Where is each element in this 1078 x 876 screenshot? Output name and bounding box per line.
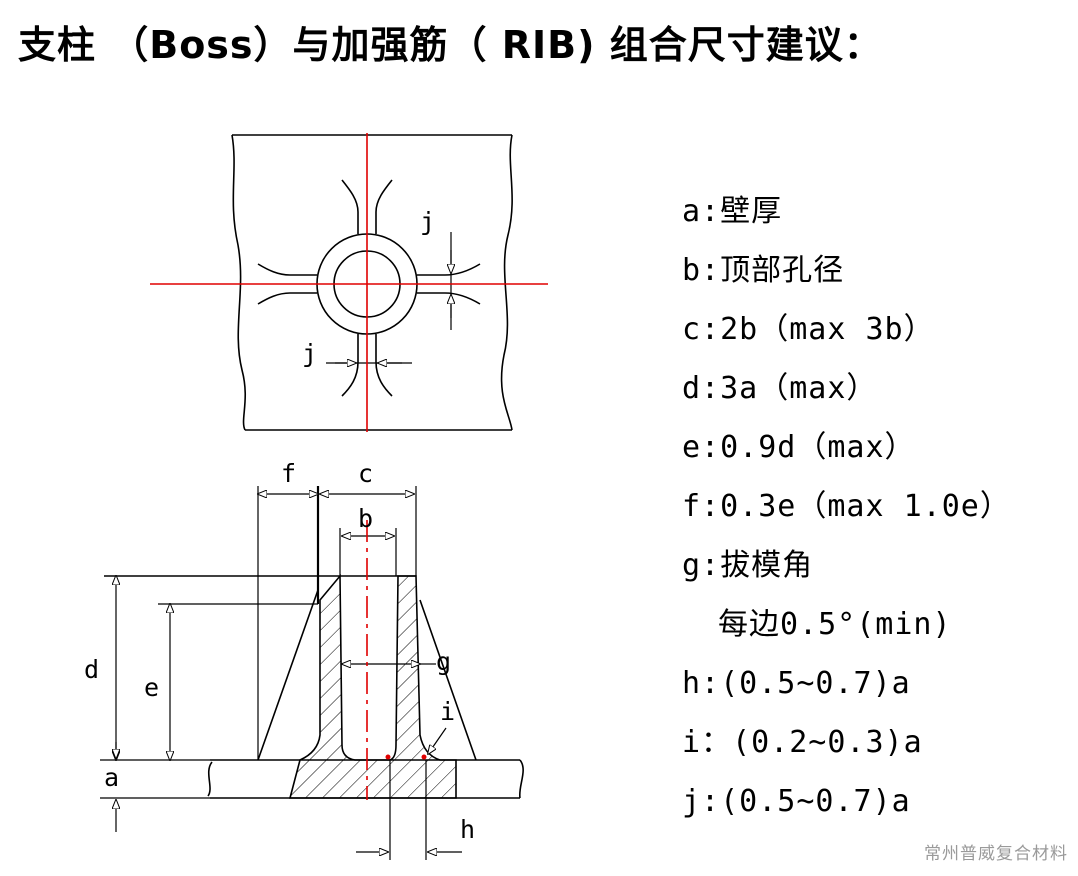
label-i: i [440,697,455,726]
legend-item-j: j:(0.5~0.7)a [682,784,911,819]
base-plate-break-left [207,761,213,797]
label-g: g [436,647,451,676]
rib-top-left [341,179,359,234]
rib-left-upper [257,263,317,276]
fillet-dot-right [421,754,427,760]
dimension-legend: a:壁厚 b:顶部孔径 c:2b（max 3b） d:3a（max） e:0.9… [682,188,1011,837]
rib-profile-right [419,599,477,761]
top-view-break-right [500,134,513,431]
page-title: 支柱 （Boss）与加强筋（ RIB) 组合尺寸建议： [18,23,883,67]
legend-item-b: b:顶部孔径 [682,253,845,288]
fillet-dot-left [385,754,391,760]
legend-item-g-detail: 每边0.5°(min) [718,607,952,642]
label-e: e [144,673,159,702]
watermark: 常州普威复合材料 [924,844,1068,864]
rib-right-lower [417,292,481,305]
rib-bottom-left [341,334,359,397]
boss-section-hatch [288,573,457,799]
legend-item-a: a:壁厚 [682,194,783,229]
legend-item-c: c:2b（max 3b） [682,312,935,347]
rib-bottom-right [375,334,393,397]
section-centerline [366,520,427,800]
legend-item-e: e:0.9d（max） [682,430,916,465]
rib-right-upper [417,263,481,276]
section-view [100,486,524,860]
legend-item-f: f:0.3e（max 1.0e） [682,489,1011,524]
rib-top-right [375,179,393,234]
label-a: a [104,763,119,792]
base-plate-break-right [518,759,524,799]
label-j-top: j [420,207,435,236]
top-view [231,134,513,431]
dim-i-leader [428,727,447,754]
legend-item-i: i：(0.2~0.3)a [682,725,923,760]
label-c: c [358,459,373,488]
legend-item-d: d:3a（max） [682,371,878,406]
legend-item-g: g:拔模角 [682,548,814,583]
top-view-break-left [231,134,247,431]
top-view-centerlines [150,133,548,432]
label-f: f [281,459,296,488]
label-j-bottom: j [302,339,317,368]
label-h: h [460,815,475,844]
legend-item-h: h:(0.5~0.7)a [682,666,911,701]
rib-left-lower [257,292,317,305]
rib-profile-left [257,589,319,761]
label-d: d [84,655,99,684]
label-b: b [358,504,373,533]
